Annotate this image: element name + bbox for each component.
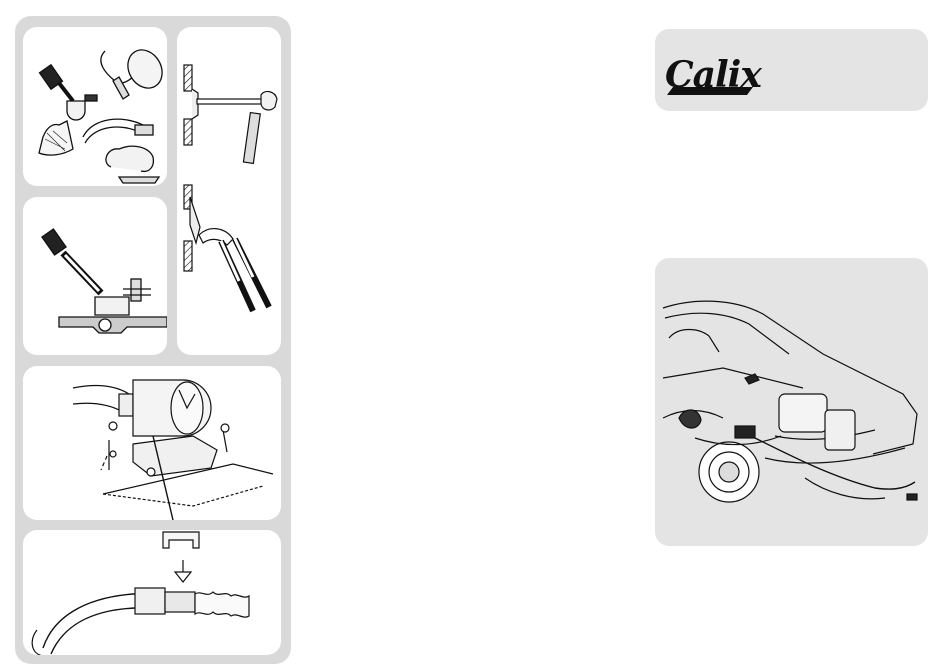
kit-contents-illustration bbox=[23, 27, 167, 186]
cable-clip-illustration bbox=[23, 530, 281, 655]
core-plug-removal-card bbox=[177, 27, 281, 355]
kit-contents-card bbox=[23, 27, 167, 186]
cable-clip-card bbox=[23, 530, 281, 655]
heater-mounting-illustration bbox=[23, 366, 281, 520]
heater-mounting-card bbox=[23, 366, 281, 520]
brand-logo: Calix bbox=[665, 57, 761, 93]
car-installation-illustration bbox=[655, 258, 928, 546]
car-installation-card bbox=[655, 258, 928, 546]
heater-installed-card bbox=[23, 197, 167, 355]
heater-installed-illustration bbox=[23, 197, 167, 355]
illustration-panel bbox=[15, 16, 291, 664]
core-plug-removal-illustration bbox=[177, 27, 281, 355]
brand-logo-card: Calix bbox=[655, 29, 928, 111]
